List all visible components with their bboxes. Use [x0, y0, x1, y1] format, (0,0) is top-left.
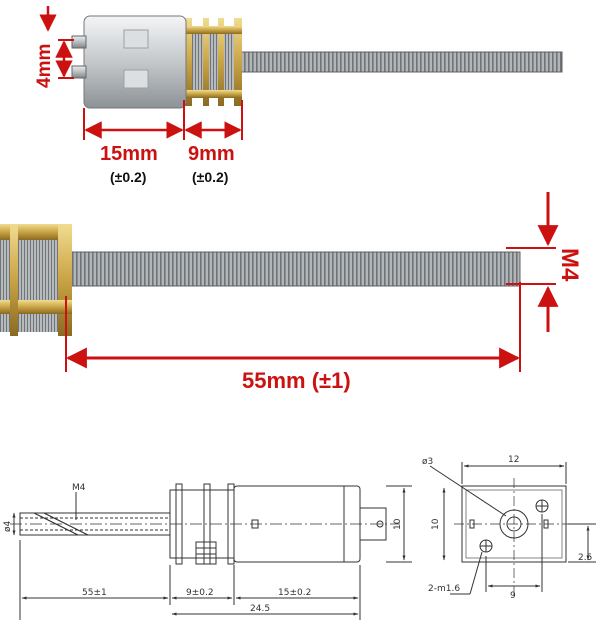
end-offset: 2.5	[578, 553, 592, 563]
dim-15mm: 15mm (±0.2)	[83, 100, 185, 185]
top-lead-screw	[240, 52, 562, 72]
dim-55mm: 55mm (±1)	[65, 282, 521, 393]
drawing-end-labels: 12 ø3 10 2.5 9 2-m1.6	[422, 455, 592, 601]
dim-15mm-label: 15mm	[100, 143, 158, 165]
middle-screw-photo: M4 55mm (±1)	[0, 192, 583, 393]
drawing-side-view	[10, 483, 412, 620]
dim-9mm: 9mm (±0.2)	[184, 100, 243, 185]
side-motor-length: 15±0.2	[278, 588, 311, 598]
dim-4mm: 4mm	[34, 6, 74, 88]
side-gearbox-length: 9±0.2	[186, 588, 214, 598]
end-mount-holes: 2-m1.6	[428, 584, 460, 594]
dim-9mm-tolerance: (±0.2)	[192, 169, 228, 185]
side-screw-length: 55±1	[82, 588, 107, 598]
end-center: 9	[510, 591, 516, 601]
top-motor-photo: 4mm 15mm (±0.2) 9mm (±0.2)	[34, 6, 563, 185]
dim-m4-label: M4	[556, 248, 583, 282]
dim-9mm-label: 9mm	[188, 143, 235, 165]
end-hole-diameter: ø3	[422, 457, 433, 467]
side-height-left: ø4	[3, 520, 13, 532]
dim-m4: M4	[506, 192, 583, 332]
middle-lead-screw	[70, 252, 520, 286]
top-gearbox	[184, 18, 242, 106]
dim-55mm-label: 55mm (±1)	[242, 368, 351, 393]
top-motor-can	[71, 15, 187, 109]
drawing-end-view	[429, 462, 596, 596]
middle-gearbox	[0, 224, 72, 336]
end-width: 12	[508, 455, 519, 465]
end-height: 10	[431, 518, 441, 530]
drawing-side-labels: M4 ø4 10 55±1 9±0.2 15±0.2 24.5	[3, 483, 403, 614]
dim-4mm-label: 4mm	[34, 44, 55, 88]
dim-15mm-tolerance: (±0.2)	[110, 169, 146, 185]
side-height-right: 10	[393, 518, 403, 530]
side-total-length: 24.5	[250, 604, 270, 614]
side-thread-label: M4	[72, 483, 86, 493]
